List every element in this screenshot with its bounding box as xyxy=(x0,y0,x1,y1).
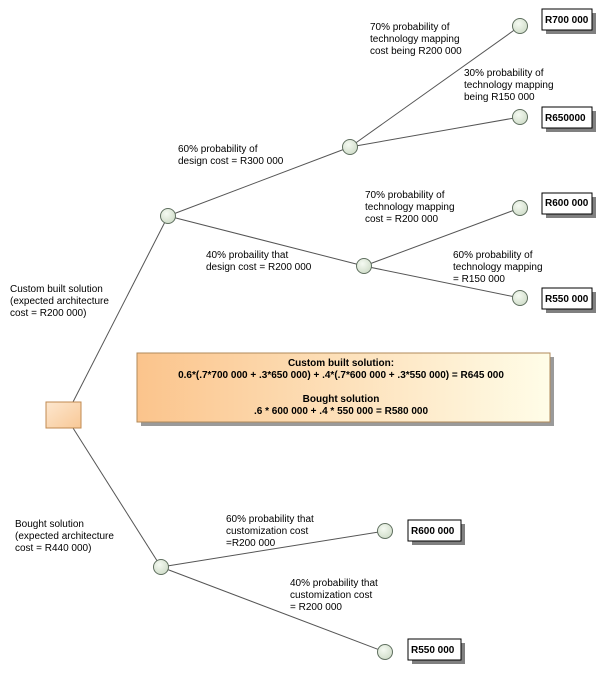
edge-design-60 xyxy=(167,146,351,217)
edge-tech-b60 xyxy=(363,265,521,299)
custom-solution-label: Custom built solution (expected architec… xyxy=(10,284,112,319)
outcome-boxes: R700 000 R650000 R600 000 R550 000 R600 … xyxy=(407,8,596,664)
design-40-label: 40% probaility that design cost = R200 0… xyxy=(206,250,312,273)
root-decision-node xyxy=(45,401,82,429)
edge-root-bought xyxy=(72,427,162,568)
edge-tech-a70 xyxy=(349,25,521,148)
bought-solution-label: Bought solution (expected architecture c… xyxy=(15,519,117,554)
cust-40-label: 40% probability that customization cost … xyxy=(290,578,381,613)
tech-b60-label: 60% probability of technology mapping = … xyxy=(453,250,545,285)
end-node-6 xyxy=(377,644,393,660)
outcome-value: R650000 xyxy=(545,113,586,124)
outcome-value: R600 000 xyxy=(411,526,455,537)
outcome-box: R600 000 xyxy=(541,192,596,218)
node-custom xyxy=(160,208,176,224)
outcome-box: R550 000 xyxy=(407,638,465,664)
node-design-60 xyxy=(342,139,358,155)
summary-custom-formula: 0.6*(.7*700 000 + .3*650 000) + .4*(.7*6… xyxy=(178,370,504,381)
edge-cust-40 xyxy=(160,566,386,653)
summary-box: Custom built solution: 0.6*(.7*700 000 +… xyxy=(136,352,554,426)
edge-tech-b70 xyxy=(363,207,521,267)
end-node-5 xyxy=(377,523,393,539)
edge-cust-60 xyxy=(160,530,386,568)
chance-nodes xyxy=(153,18,528,660)
outcome-value: R600 000 xyxy=(545,198,589,209)
outcome-box: R600 000 xyxy=(407,519,465,545)
cust-60-label: 60% probability that customization cost … xyxy=(226,514,317,549)
tech-a70-label: 70% probability of technology mapping co… xyxy=(370,22,462,57)
tech-a30-label: 30% probability of technology mapping be… xyxy=(464,68,556,103)
node-bought xyxy=(153,559,169,575)
tree-edges xyxy=(72,25,521,653)
edge-design-40 xyxy=(167,215,365,267)
summary-bought-formula: .6 * 600 000 + .4 * 550 000 = R580 000 xyxy=(254,406,428,417)
branch-labels: Custom built solution (expected architec… xyxy=(10,22,556,613)
outcome-box: R650000 xyxy=(541,106,596,132)
outcome-box: R550 000 xyxy=(541,287,596,313)
outcome-box: R700 000 xyxy=(541,8,596,34)
end-node-4 xyxy=(512,290,528,306)
outcome-value: R700 000 xyxy=(545,15,589,26)
end-node-1 xyxy=(512,18,528,34)
summary-bought-title: Bought solution xyxy=(303,394,380,405)
outcome-value: R550 000 xyxy=(411,645,455,656)
edge-tech-a30 xyxy=(349,116,521,148)
node-design-40 xyxy=(356,258,372,274)
end-node-2 xyxy=(512,109,528,125)
outcome-value: R550 000 xyxy=(545,294,589,305)
end-node-3 xyxy=(512,200,528,216)
design-60-label: 60% probability of design cost = R300 00… xyxy=(178,144,284,167)
edge-root-custom xyxy=(72,215,169,403)
tech-b70-label: 70% probability of technology mapping co… xyxy=(365,190,457,225)
summary-custom-title: Custom built solution: xyxy=(288,358,394,369)
